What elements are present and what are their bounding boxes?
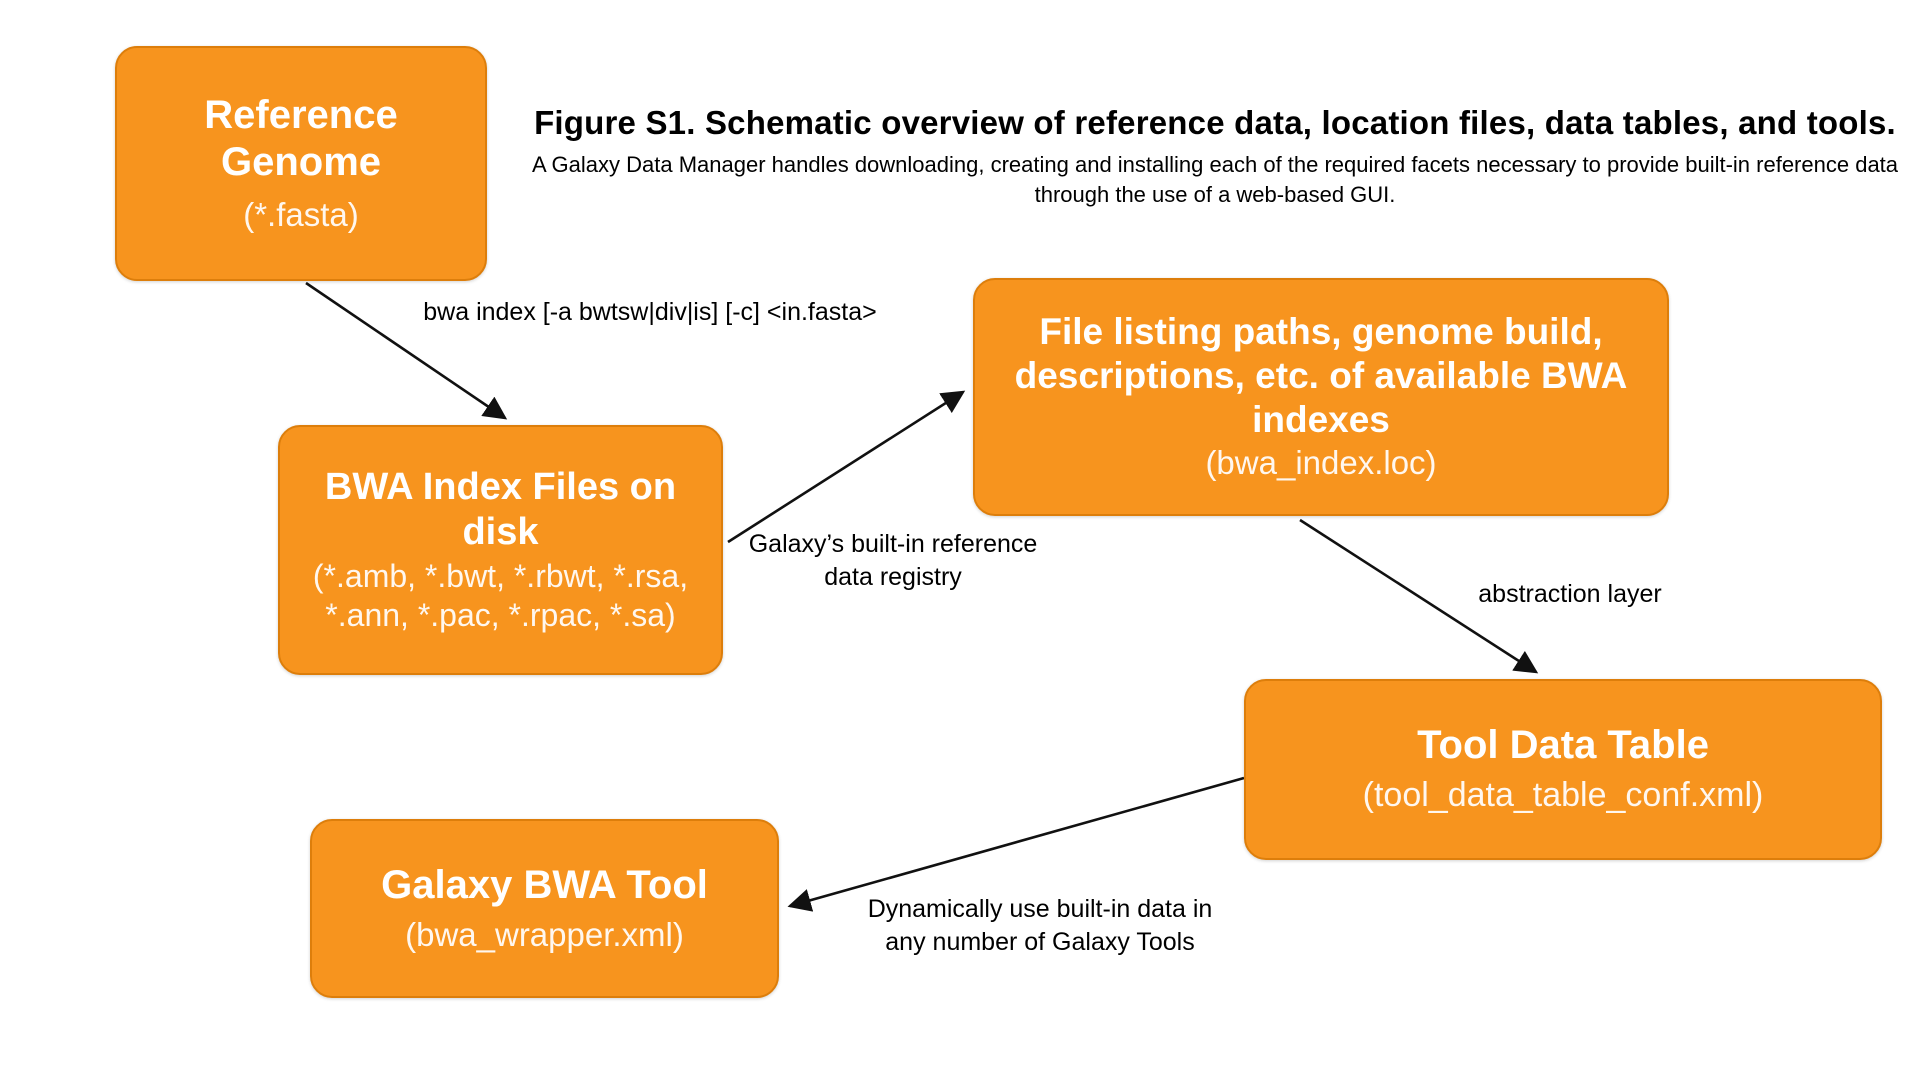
node-title: Tool Data Table — [1417, 723, 1709, 768]
edge-label-abstraction-layer: abstraction layer — [1478, 580, 1662, 608]
node-bwa-index-files: BWA Index Files on disk (*.amb, *.bwt, *… — [278, 425, 723, 675]
figure-subtitle: A Galaxy Data Manager handles downloadin… — [531, 152, 1899, 207]
node-subtitle: (*.amb, *.bwt, *.rbwt, *.rsa, *.ann, *.p… — [312, 557, 689, 633]
node-loc-file: File listing paths, genome build, descri… — [973, 278, 1669, 516]
node-title: Reference Genome — [204, 93, 398, 185]
node-tool-data-table: Tool Data Table (tool_data_table_conf.xm… — [1244, 679, 1882, 860]
edge-label-bwa-index-command: bwa index [-a bwtsw|div|is] [-c] <in.fas… — [423, 298, 877, 326]
edge-label-dynamic-use: Dynamically use built-in data in any num… — [867, 895, 1213, 956]
edge-label-reference-data-registry: Galaxy’s built-in reference data registr… — [748, 530, 1038, 591]
node-title: Galaxy BWA Tool — [381, 862, 708, 907]
figure-title: Figure S1. Schematic overview of referen… — [534, 104, 1896, 141]
arrow-datatable-to-tool — [787, 776, 1245, 912]
node-subtitle: (bwa_index.loc) — [1205, 444, 1437, 482]
node-title: BWA Index Files on disk — [324, 466, 677, 553]
node-title: File listing paths, genome build, descri… — [1014, 311, 1628, 440]
node-subtitle: (tool_data_table_conf.xml) — [1362, 776, 1764, 815]
arrow-index-to-locfile — [727, 390, 966, 544]
node-reference-genome: Reference Genome (*.fasta) — [115, 46, 487, 281]
node-galaxy-bwa-tool: Galaxy BWA Tool (bwa_wrapper.xml) — [310, 819, 779, 998]
node-subtitle: (bwa_wrapper.xml) — [405, 915, 684, 953]
node-subtitle: (*.fasta) — [243, 195, 359, 233]
